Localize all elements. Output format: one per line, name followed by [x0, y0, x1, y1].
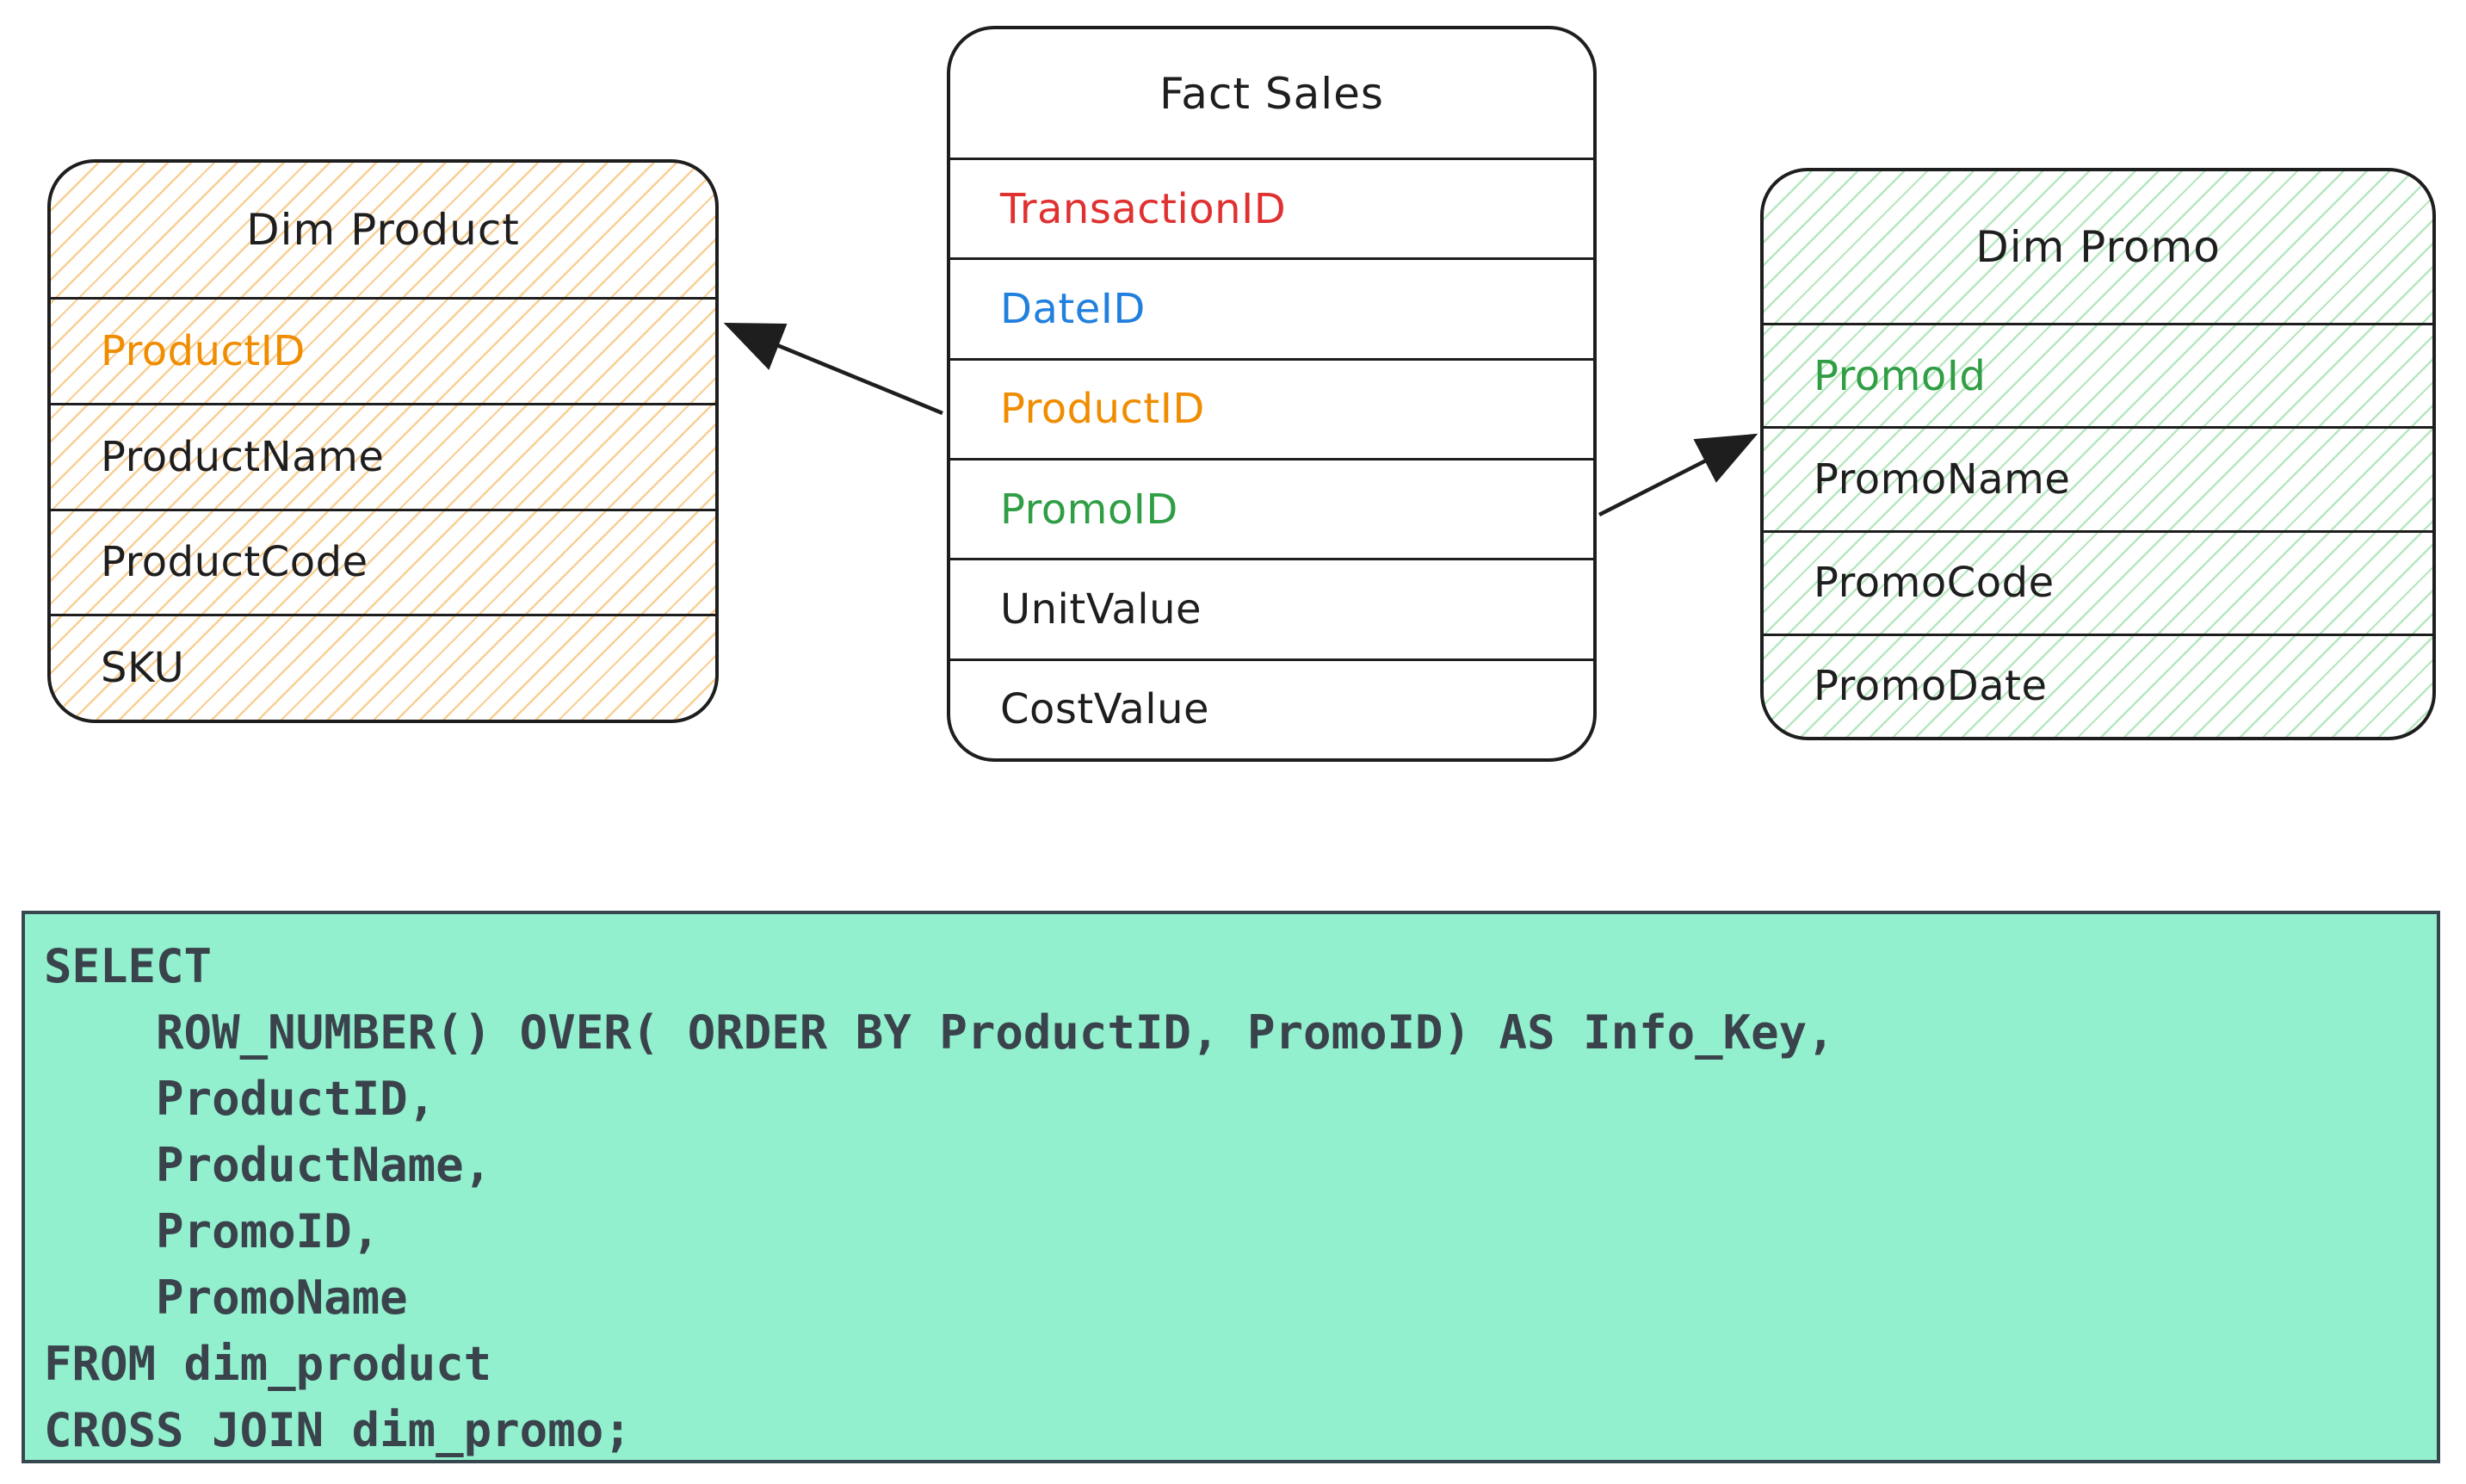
column-label: ProductID [101, 326, 306, 375]
table-row: PromoName [1764, 426, 2432, 529]
table-row: DateID [950, 257, 1593, 357]
table-row: UnitValue [950, 558, 1593, 658]
table-fact-sales: Fact Sales TransactionID DateID ProductID P… [947, 26, 1597, 762]
column-label: PromoCode [1814, 559, 2055, 608]
table-row: ProductCode [51, 508, 715, 615]
column-label: PromoID [1000, 485, 1178, 534]
table-row: SKU [51, 614, 715, 720]
table-row: CostValue [950, 658, 1593, 758]
table-row: ProductName [51, 402, 715, 509]
table-row: ProductID [51, 297, 715, 403]
column-label: UnitValue [1000, 584, 1202, 634]
sql-code-panel: SELECT ROW_NUMBER() OVER( ORDER BY Produ… [22, 911, 2440, 1463]
table-rows: TransactionID DateID ProductID PromoID UnitV… [950, 158, 1593, 758]
column-label: ProductID [1000, 385, 1205, 434]
column-label: DateID [1000, 284, 1146, 333]
table-title: Dim Product [246, 205, 520, 255]
table-row: TransactionID [950, 158, 1593, 257]
table-row: PromoId [1764, 323, 2432, 426]
column-label: SKU [101, 644, 185, 693]
column-label: TransactionID [1000, 184, 1287, 233]
column-label: ProductCode [101, 538, 368, 587]
column-label: PromoName [1814, 454, 2071, 504]
table-row: PromoCode [1764, 529, 2432, 634]
arrow-fact-sales-to-dim-promo [1598, 433, 1758, 517]
sql-code: SELECT ROW_NUMBER() OVER( ORDER BY Produ… [44, 939, 1835, 1457]
table-row: PromoID [950, 457, 1593, 558]
arrow-fact-sales-to-dim-product [723, 322, 943, 416]
table-title: Dim Promo [1975, 222, 2221, 272]
column-label: ProductName [101, 432, 385, 481]
table-row: PromoDate [1764, 633, 2432, 737]
column-label: PromoId [1814, 351, 1987, 400]
table-row: ProductID [950, 357, 1593, 458]
table-title: Fact Sales [1159, 68, 1384, 119]
column-label: CostValue [1000, 685, 1210, 734]
column-label: PromoDate [1814, 662, 2048, 711]
